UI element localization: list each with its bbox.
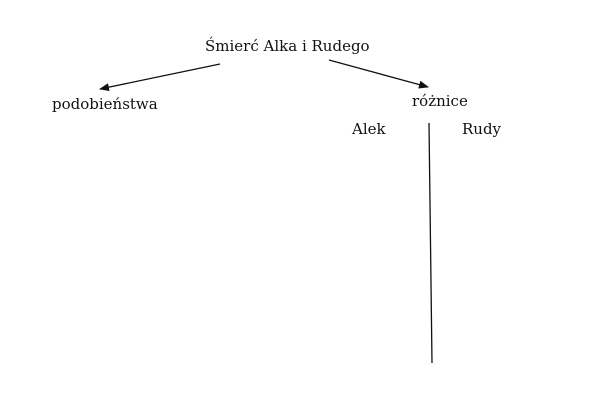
column-divider-line [428,122,433,364]
diagram-title: Śmierć Alka i Rudego [205,37,370,55]
column-header-alek: Alek [352,120,386,138]
differences-label: różnice [412,92,468,110]
column-header-rudy: Rudy [462,120,502,138]
similarities-label: podobieństwa [52,95,158,113]
arrow-to-similarities [99,63,221,92]
arrow-to-differences [328,59,429,89]
